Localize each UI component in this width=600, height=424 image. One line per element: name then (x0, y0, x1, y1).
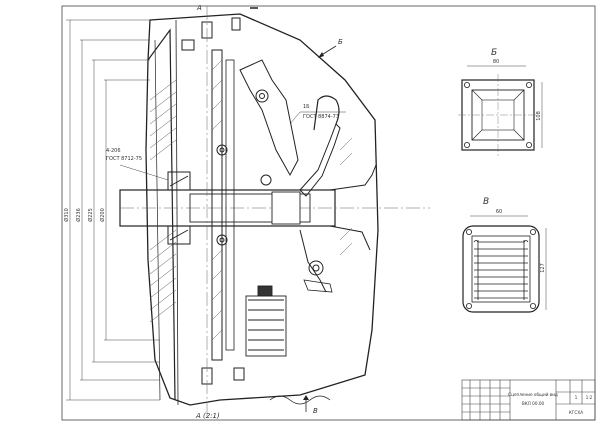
view-v-dim-height: 127 (540, 263, 546, 273)
weld-symbol: ГОСТ 8874-73 (303, 114, 339, 120)
diameter-dimensions (66, 19, 160, 401)
view-b: Б 80 108 (458, 48, 543, 156)
bearing-name: 4-206 (106, 148, 121, 154)
dim-4-label: Ø200 (99, 208, 106, 221)
view-v-dim-width: 60 (496, 209, 502, 215)
view-b-title: Б (491, 48, 497, 58)
title-block-org: КГСХА (569, 410, 583, 415)
weld-note: 1Б (303, 104, 310, 110)
view-b-arrow-label: Б (338, 38, 343, 46)
section-a-top-label: A (196, 4, 202, 12)
view-b-dim-width: 80 (493, 59, 499, 65)
view-v-title: В (483, 197, 489, 207)
section-a-bottom-label: A (2:1) (195, 412, 220, 420)
title-block-name: Сцепление общий вид (508, 392, 558, 397)
view-v: В 60 127 (462, 197, 547, 313)
dim-2-label: Ø236 (75, 208, 82, 221)
clutch-section-view (119, 13, 430, 406)
view-b-arrow-head (318, 52, 324, 58)
bearing-gost: ГОСТ 8712-75 (106, 156, 142, 162)
title-block-doc: ВКЛ 00.00 (522, 401, 545, 406)
dim-outer-label: Ø310 (63, 208, 70, 221)
view-v-arrow-label: В (313, 407, 318, 415)
dim-3-label: Ø225 (87, 208, 94, 221)
title-block (461, 379, 596, 421)
title-block-sheet: 1 (575, 395, 578, 400)
bearing-leader (119, 164, 169, 181)
title-block-scale: 1:2 (586, 395, 593, 400)
view-v-arrow-head (303, 395, 309, 400)
drawing-frame (61, 5, 596, 421)
view-b-dim-height: 108 (536, 111, 542, 121)
